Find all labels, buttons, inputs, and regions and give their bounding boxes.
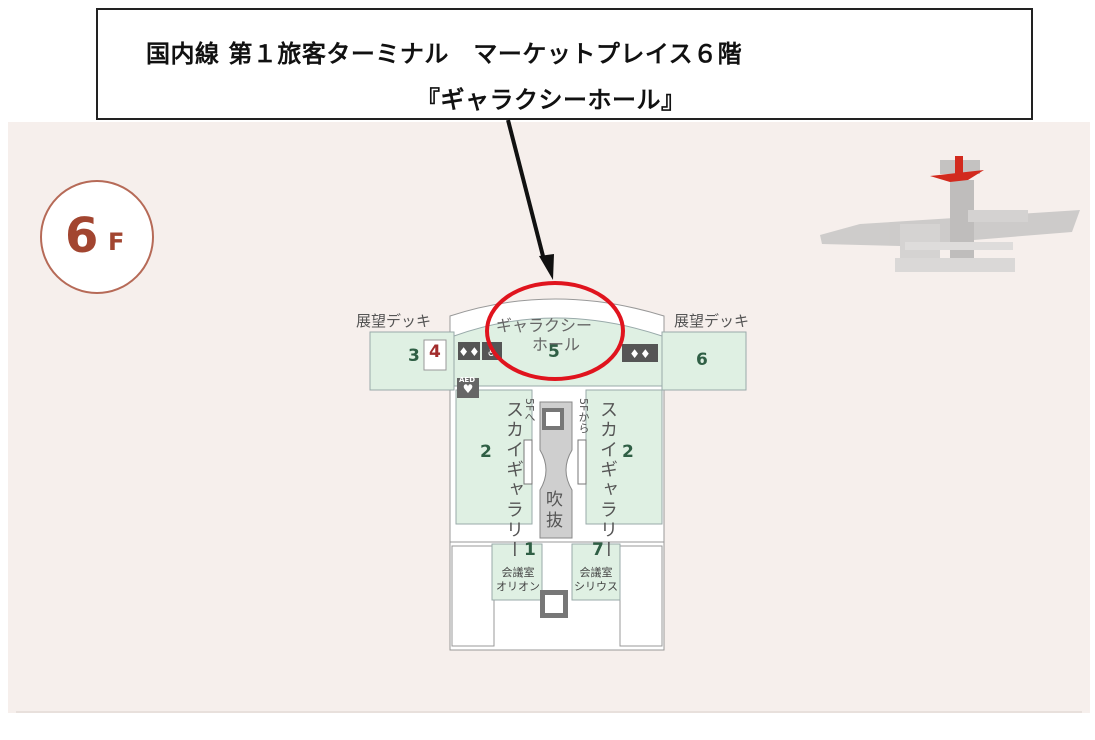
sky-gallery-right-label: スカイギャラリー (597, 400, 618, 560)
room-orion-line2: オリオン (496, 580, 540, 593)
svg-text:♥: ♥ (463, 382, 474, 396)
number-3: 3 (408, 346, 420, 366)
location-marker-icon (930, 156, 984, 182)
room-orion-line1: 会議室 (501, 566, 535, 579)
atrium-void (539, 401, 573, 539)
svg-text:♦♦: ♦♦ (629, 347, 651, 361)
pointer-arrow (506, 119, 554, 280)
atrium-label-line1: 吹 (546, 490, 563, 510)
callout-title: 国内線 第１旅客ターミナル マーケットプレイス６階 (146, 40, 743, 68)
atrium-label-line2: 抜 (546, 511, 563, 531)
aed-label: AED (459, 376, 476, 384)
deck-right-area (661, 331, 747, 391)
elevator-icon (542, 408, 564, 430)
deck-right-label: 展望デッキ (674, 312, 750, 330)
number-2-left: 2 (480, 442, 492, 462)
room-sirius-line2: シリウス (574, 580, 618, 593)
room-sirius (571, 543, 621, 601)
sky-gallery-right (585, 389, 663, 525)
sky-gallery-left-label: スカイギャラリー (503, 400, 524, 560)
hall-label-line1: ギャラクシー (496, 316, 593, 335)
from-5f-label: 5Fから (577, 398, 590, 434)
aed-icon: ♥ (457, 378, 479, 398)
callout-box: 国内線 第１旅客ターミナル マーケットプレイス６階 『ギャラクシーホール』 (96, 8, 1033, 120)
room-orion (491, 543, 543, 601)
room-sirius-label: 会議室 シリウス (572, 566, 620, 594)
sky-gallery-left (455, 389, 533, 525)
atrium-label: 吹 抜 (546, 490, 563, 532)
number-4: 4 (429, 342, 441, 362)
highlight-ellipse (485, 281, 625, 381)
restroom-icon-right: ♦♦ (622, 344, 658, 362)
escalator-arrows (523, 439, 587, 485)
elevator-icon-lower (540, 590, 568, 618)
number-1: 1 (524, 540, 536, 560)
number-2-right: 2 (622, 442, 634, 462)
callout-subtitle: 『ギャラクシーホール』 (416, 86, 686, 114)
restroom-icon: ♦♦ (458, 342, 480, 360)
number-7: 7 (592, 540, 604, 560)
svg-text:♦♦: ♦♦ (458, 345, 480, 359)
hall-label-line2: ホール (532, 335, 581, 354)
floor-badge: 6 F (40, 180, 154, 294)
terminal-overview (820, 160, 1080, 272)
floor-number: 6 (65, 208, 99, 264)
floor-letter: F (108, 228, 125, 256)
room-orion-label: 会議室 オリオン (494, 566, 542, 594)
room-sirius-line1: 会議室 (579, 566, 613, 579)
number-5: 5 (548, 342, 560, 362)
deck-left-label: 展望デッキ (356, 312, 432, 330)
number-6: 6 (696, 350, 708, 370)
to-5f-label: 5Fへ (523, 398, 536, 423)
